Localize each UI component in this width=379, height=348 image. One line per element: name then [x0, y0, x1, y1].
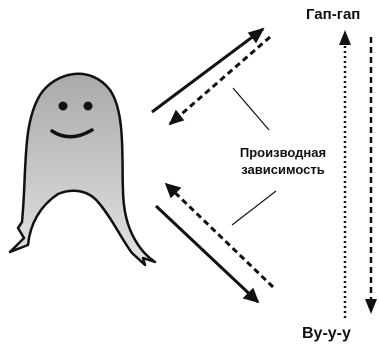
bottom-sound-label: Ву-у-у — [302, 325, 351, 343]
arrow-solid-down-right — [156, 206, 258, 302]
connector-line-bottom — [232, 191, 276, 225]
arrow-head — [339, 30, 351, 45]
arrow-shaft — [152, 29, 263, 112]
creature-body — [10, 74, 155, 265]
derived-dependency-line2: зависимость — [222, 161, 344, 178]
derived-dependency-label: Производная зависимость — [222, 144, 344, 178]
arrow-shaft — [170, 37, 270, 124]
arrow-solid-up-right — [152, 29, 263, 112]
arrow-head — [170, 111, 183, 124]
connector-line-top — [233, 88, 269, 130]
ghost-creature-icon — [10, 74, 155, 265]
derived-dependency-line1: Производная — [222, 144, 344, 161]
arrow-vertical-dashed-down — [365, 37, 377, 314]
top-sound-label: Гап-гап — [306, 6, 360, 23]
arrow-head — [365, 299, 377, 314]
arrow-shaft — [156, 206, 258, 302]
arrow-shaft — [166, 184, 273, 287]
creature-left-eye — [59, 102, 68, 111]
arrow-dashed-up-left — [166, 184, 273, 287]
creature-right-eye — [84, 102, 93, 111]
arrow-head — [249, 29, 263, 42]
arrow-dashed-down-left — [170, 37, 270, 124]
